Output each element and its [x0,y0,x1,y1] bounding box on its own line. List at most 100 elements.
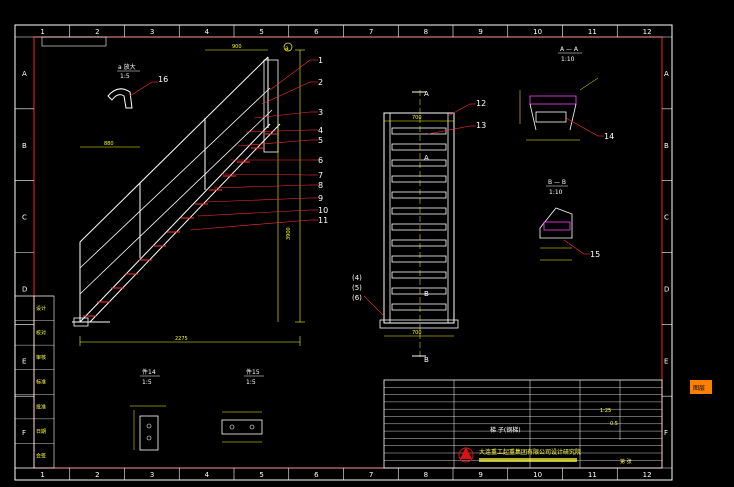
section-aa-view[interactable]: A — A 1:10 14 [519,46,614,141]
side-callout: 10 [318,206,328,215]
grid-letter-right: E [664,357,668,365]
handrail-top [79,56,269,243]
side-callout: 9 [318,194,323,203]
grid-number-top: 9 [478,28,482,36]
grid-number-bottom: 12 [643,471,652,479]
stair-front-view[interactable]: A A B B 700 700 12 13 (4) (5) (6) [352,90,486,364]
bb-tread [543,221,571,231]
grid-letter-left: B [22,142,27,150]
side-callout: 4 [318,126,323,135]
part14-scale: 1:5 [142,379,152,386]
front-callout-4: (4) [352,274,362,282]
grid-number-top: 3 [150,28,154,36]
side-callout: 7 [318,171,323,180]
side-callout: 2 [318,78,323,87]
top-landing-bracket [263,59,279,153]
dim-total-height: 3900 [286,227,292,240]
grid-number-bottom: 5 [259,471,263,479]
grid-letter-left: F [22,429,26,437]
handrail-low [79,109,273,295]
title-block[interactable]: 梯 子(钢梯) 1:25 0.5 第 张 大连重工起重集团有限公司设计研究院 [383,379,663,469]
title-block-rows [384,387,662,461]
grid-letter-left: E [22,357,26,365]
left-block-label: 会签 [36,452,46,459]
layer-chip-label: 图层 [693,385,705,392]
company-logo [458,447,474,463]
handrail-bend-detail [107,88,133,109]
side-callout: 8 [318,181,323,190]
grid-number-bottom: 10 [533,471,542,479]
side-callout: 3 [318,108,323,117]
section-bb-part: 15 [590,250,600,259]
section-mark-b-mid: B [424,290,429,298]
section-mark-a-top: A [424,90,429,98]
part14-view[interactable]: 件14 1:5 [130,368,166,451]
grid-number-top: 11 [588,28,597,36]
section-mark-a-mid: A [424,154,429,162]
grid-number-top: 12 [643,28,652,36]
side-dimensions [79,49,305,346]
section-bb-view[interactable]: B — B 1:10 15 [539,179,600,261]
grid-letter-right: B [664,142,669,150]
grid-number-top: 8 [424,28,428,36]
enlarge-a-title: a 放大 [118,63,136,71]
part15-title: 件15 [246,368,260,376]
left-block-label: 日期 [36,429,46,435]
section-aa-part: 14 [604,132,614,141]
grid-number-top: 6 [314,28,319,36]
part15-angle [221,419,263,435]
side-callout: 6 [318,156,323,165]
stringer-lower [79,123,271,323]
grid-number-top: 5 [259,28,263,36]
enlarge-a-scale: 1:5 [120,73,130,80]
part14-title: 件14 [142,368,156,376]
section-bb-title: B — B [548,179,566,186]
grid-letter-right: F [664,429,668,437]
detail-a-circle [283,42,293,52]
section-mark-b-bottom: B [424,356,429,364]
front-rungs [391,127,447,311]
stringer-upper [89,123,281,323]
front-dim-bottom: 700 [412,330,422,336]
grid-letter-left: D [22,285,27,293]
front-callout-13: 13 [476,121,486,130]
company-name-en [479,458,577,462]
grid-number-bottom: 8 [424,471,428,479]
left-block-label: 标准 [36,379,46,386]
enlarge-a-view[interactable]: a 放大 1:5 16 [107,63,168,109]
grid-number-bottom: 3 [150,471,154,479]
grid-number-top: 4 [205,28,210,36]
part15-view[interactable]: 件15 1:5 [221,368,264,443]
part15-scale: 1:5 [246,379,256,386]
grid-number-top: 1 [40,28,44,36]
dim-handrail-height: 900 [232,44,242,50]
section-aa-scale: 1:10 [561,56,575,63]
side-leader-lines [189,59,318,231]
drawing-no-box [41,36,107,47]
grid-ticks [15,25,672,480]
grid-number-bottom: 11 [588,471,597,479]
layer-chip[interactable] [690,380,712,394]
base-foot [73,317,89,327]
enlarge-a-part: 16 [158,75,168,84]
grid-number-bottom: 1 [40,471,44,479]
grid-letter-right: D [664,285,669,293]
grid-number-top: 2 [95,28,99,36]
front-callout-5: (5) [352,284,362,292]
front-outline [383,112,455,324]
title-block-columns [453,380,621,468]
side-callout: 11 [318,216,328,225]
drawing-scale: 1:25 [600,408,611,414]
section-bb-scale: 1:10 [549,189,563,196]
drawing-name: 梯 子(钢梯) [490,426,521,434]
grid-number-bottom: 4 [205,471,210,479]
left-block-label: 校对 [36,330,46,337]
side-callout: 5 [318,136,323,145]
